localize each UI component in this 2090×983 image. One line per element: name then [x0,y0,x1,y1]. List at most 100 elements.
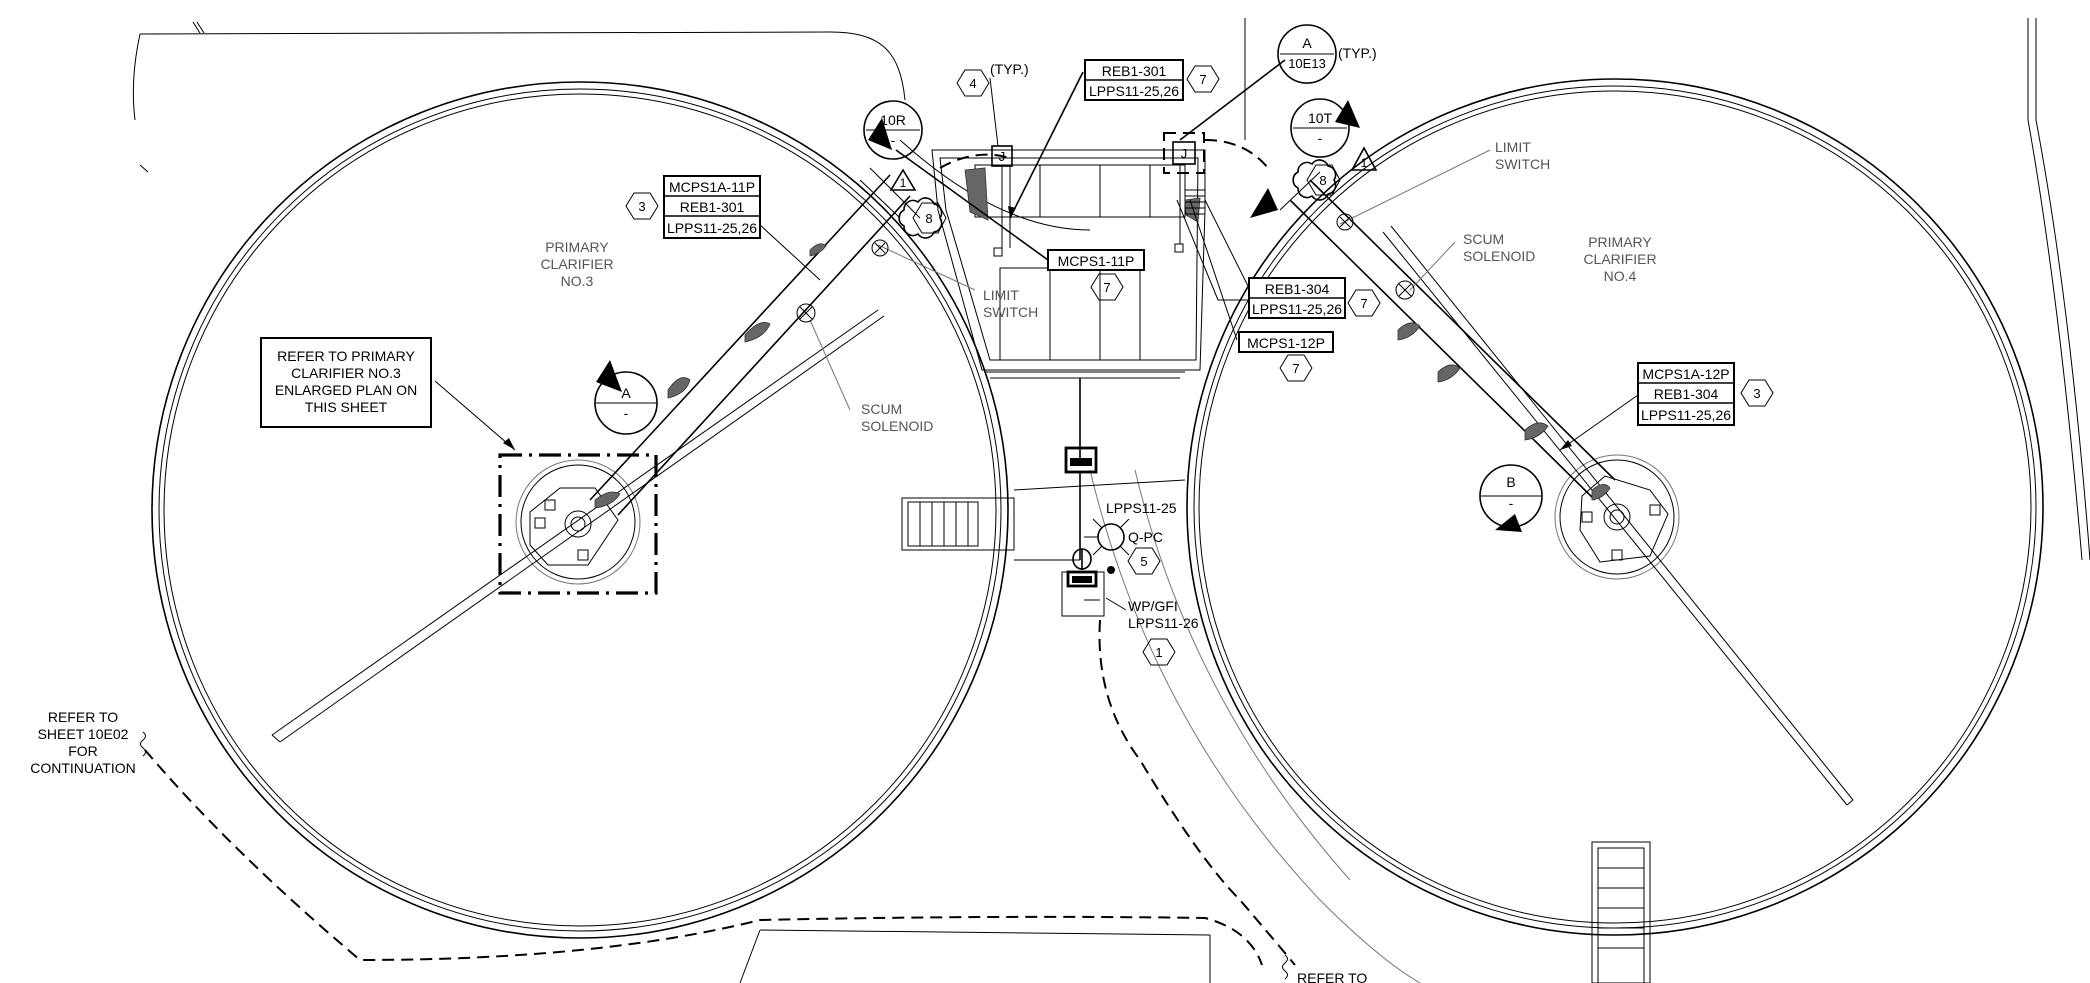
svg-text:SHEET 10E02: SHEET 10E02 [38,726,129,742]
clarifier-no3-label: PRIMARY CLARIFIER NO.3 [540,239,613,289]
svg-text:-: - [891,132,896,148]
svg-text:FOR: FOR [68,743,98,759]
svg-text:10E13: 10E13 [1288,56,1326,71]
scum-solenoid-left-label: SCUM SOLENOID [861,401,933,434]
section-marker-10t: 10T - [1250,98,1360,218]
scum-solenoid-right-label: SCUM SOLENOID [1463,231,1535,264]
keynote-7-top: 7 [1186,65,1220,93]
section-marker-a-left: A - [594,360,658,435]
svg-text:7: 7 [1103,280,1110,295]
svg-text:CLARIFIER NO.3: CLARIFIER NO.3 [291,365,401,381]
limit-switch-right-label: LIMIT SWITCH [1495,139,1550,172]
svg-text:10R: 10R [880,112,906,128]
note-continuation-bottom: REFER TO [1282,954,1367,983]
svg-text:-: - [1509,495,1514,511]
svg-text:1: 1 [1155,645,1162,660]
svg-text:1: 1 [900,176,907,190]
circuit-box-mcps1-11p: MCPS1-11P [1047,249,1145,271]
svg-text:REFER TO PRIMARY: REFER TO PRIMARY [277,348,415,364]
svg-text:SOLENOID: SOLENOID [1463,248,1535,264]
circuit-box-top-center: REB1-301 LPPS11-25,26 [1084,59,1184,101]
leaders [434,59,1639,611]
svg-text:7: 7 [1360,296,1367,311]
svg-text:LPPS11-25,26: LPPS11-25,26 [1252,301,1342,317]
svg-text:SOLENOID: SOLENOID [861,418,933,434]
svg-text:(TYP.): (TYP.) [1338,45,1377,61]
note-enlarged-plan: REFER TO PRIMARY CLARIFIER NO.3 ENLARGED… [260,337,432,428]
svg-text:MCPS1-11P: MCPS1-11P [1058,253,1135,269]
junction-box-right: J [1163,132,1205,244]
section-marker-b: B - [1479,464,1543,532]
keynote-8-left: 8 [898,197,947,239]
delta-1-right: 1 [1350,146,1378,171]
svg-text:REB1-304: REB1-304 [1265,281,1330,297]
svg-text:LPPS11-25,26: LPPS11-25,26 [667,220,757,236]
site-boundary [132,18,2090,983]
wp-gfi-label: WP/GFI [1128,598,1178,614]
delta-1-left: 1 [889,168,917,191]
svg-text:CONTINUATION: CONTINUATION [30,760,136,776]
svg-text:LIMIT: LIMIT [1495,139,1531,155]
dashed-routing [144,139,1296,966]
q-pc-label: Q-PC [1128,529,1163,545]
keynote-8-right: 8 [1292,159,1341,201]
svg-text:LIMIT: LIMIT [983,287,1019,303]
svg-text:SCUM: SCUM [861,401,902,417]
clarifier-no4 [1186,78,2044,983]
svg-text:8: 8 [1319,173,1326,188]
typ-left-label: (TYP.) [990,61,1029,77]
svg-text:3: 3 [638,199,645,214]
svg-text:PRIMARY: PRIMARY [1588,234,1652,250]
svg-text:THIS SHEET: THIS SHEET [305,399,388,415]
keynote-5: 5 [1127,547,1161,575]
svg-text:7: 7 [1199,72,1206,87]
keynote-7-mid: 7 [1090,273,1124,301]
clarifier-no3 [151,81,1009,939]
circuit-box-right-stack: MCPS1A-12P REB1-304 LPPS11-25,26 [1637,362,1735,426]
section-marker-a-10e13: A 10E13 (TYP.) [1277,24,1377,84]
svg-text:CLARIFIER: CLARIFIER [1583,251,1656,267]
section-marker-10r: 10R - [863,100,923,160]
svg-text:3: 3 [1753,386,1760,401]
keynote-3-left: 3 [625,192,659,220]
svg-text:8: 8 [925,211,932,226]
svg-text:SCUM: SCUM [1463,231,1504,247]
keynote-1: 1 [1142,638,1176,666]
svg-text:MCPS1-12P: MCPS1-12P [1247,335,1325,351]
svg-text:5: 5 [1140,554,1147,569]
svg-text:B: B [1506,474,1515,490]
svg-text:REB1-301: REB1-301 [1102,63,1167,79]
svg-text:J: J [999,149,1006,164]
svg-text:-: - [1318,130,1323,146]
svg-text:ENLARGED PLAN ON: ENLARGED PLAN ON [275,382,417,398]
svg-text:J: J [1181,146,1188,161]
svg-text:4: 4 [969,76,976,91]
svg-text:SWITCH: SWITCH [1495,156,1550,172]
svg-text:NO.4: NO.4 [1604,268,1637,284]
svg-text:-: - [624,405,629,421]
circuit-box-right-mid: REB1-304 LPPS11-25,26 [1248,277,1346,319]
svg-text:A: A [1302,35,1312,51]
svg-text:1: 1 [1361,156,1368,170]
svg-text:7: 7 [1292,361,1299,376]
keynote-7-low: 7 [1279,354,1313,382]
svg-text:LPPS11-25,26: LPPS11-25,26 [1641,407,1731,423]
enlarged-plan-boundary [498,453,658,595]
clarifier-no4-label: PRIMARY CLARIFIER NO.4 [1583,234,1656,284]
svg-text:REFER TO: REFER TO [48,709,118,725]
svg-text:10T: 10T [1308,110,1333,126]
svg-text:REB1-301: REB1-301 [680,199,745,215]
circuit-box-mcps1-12p: MCPS1-12P [1238,331,1334,353]
svg-text:A: A [621,385,631,401]
lpps11-26-label: LPPS11-26 [1128,615,1199,631]
svg-text:NO.3: NO.3 [561,273,594,289]
lpps11-25-label: LPPS11-25 [1106,500,1177,516]
circuit-box-left-stack: MCPS1A-11P REB1-301 LPPS11-25,26 [663,175,761,239]
keynote-7-right: 7 [1347,289,1381,317]
note-continuation-left: REFER TO SHEET 10E02 FOR CONTINUATION [30,709,146,776]
device-symbols [796,213,1415,323]
svg-text:REB1-304: REB1-304 [1654,386,1719,402]
svg-text:SWITCH: SWITCH [983,304,1038,320]
svg-text:CLARIFIER: CLARIFIER [540,256,613,272]
